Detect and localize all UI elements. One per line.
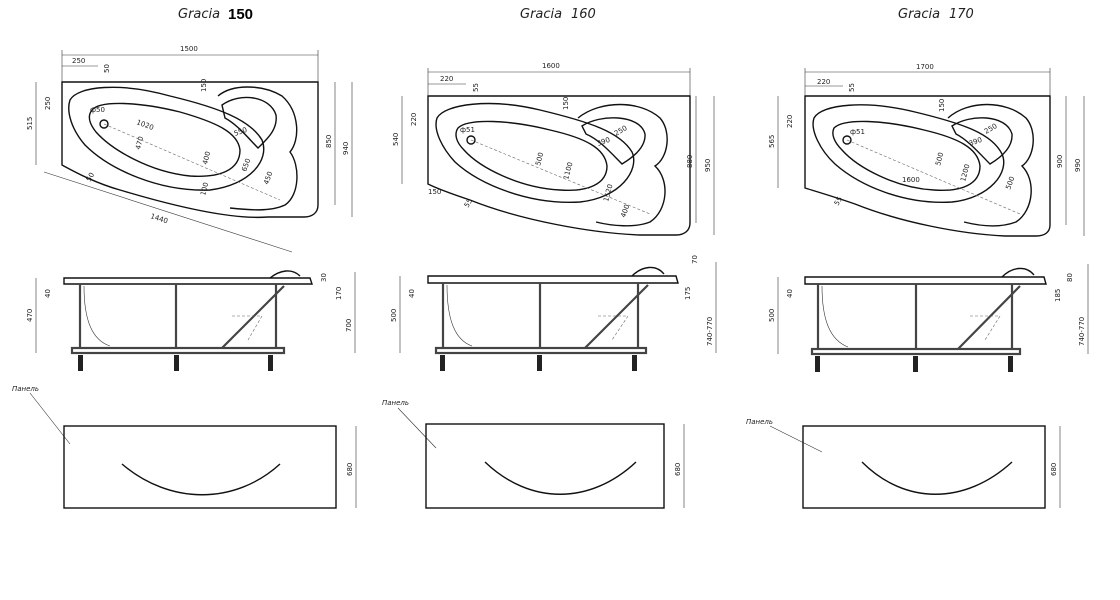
panel-view-150: Панель 680 [12,385,357,509]
dim-curve-c-170: 500 [1004,175,1016,190]
panel-label-160: Панель [382,399,409,407]
dim-left-inner-160: 220 [410,113,418,126]
dim-side-rim-170: 80 [1066,273,1074,282]
dim-bot-160: 55 [463,197,474,209]
dim-left-inner-150: 250 [44,97,52,110]
dim-inner-len-170: 1600 [902,176,920,184]
dim-left-h-150: 515 [26,117,34,130]
dim-curve-c-150: 450 [262,170,274,185]
dim-inner-len-150: 1020 [135,118,154,132]
dim-curve-b-160: 390 [596,136,611,148]
dim-panel-h-170: 680 [1050,463,1058,476]
leveling-feet-160 [440,355,637,371]
title-size-1: 150 [228,6,253,23]
dim-overall-150: 1500 [180,45,198,53]
dim-right-b-160: 950 [704,159,712,172]
dim-left-h-170: 565 [768,135,776,148]
dim-offset-b-160: 55 [472,83,480,92]
dim-top-small-170: 150 [938,99,946,112]
side-view-170: 500 40 740-770 80 185 [768,264,1089,372]
dim-inner-len-160: 1100 [562,161,574,180]
dim-overall-160: 1600 [542,62,560,70]
dim-inner-w-170: 500 [934,152,945,167]
dim-mid-w-170: 1200 [959,163,971,182]
dim-side-left-h-160: 500 [390,309,398,322]
plan-view-150: 1500 250 50 515 250 850 940 1440 ф50 102… [26,45,353,253]
dim-curve-b-150: 650 [240,157,252,172]
dim-bot-170: 55 [833,195,844,207]
dim-low-150: 100 [199,182,210,197]
title-model-1: Gracia [178,7,220,22]
title-size-2: 160 [571,7,596,22]
panel-label-170: Панель [746,418,773,426]
dim-inner-w-160: 500 [534,152,545,167]
dim-side-right-h-150: 700 [345,319,353,332]
dim-side-right-h-160: 740-770 [706,317,714,346]
dim-side-left-small-150: 40 [44,289,52,298]
dim-side-right-h-170: 740-770 [1078,317,1086,346]
panel-label-150: Панель [12,385,39,393]
dim-offset-a-160: 220 [440,75,453,83]
plan-view-170: 1700 220 55 565 220 900 990 ф51 1600 500… [768,63,1085,237]
dim-side-left-h-150: 470 [26,309,34,322]
side-view-160: 500 40 740-770 70 175 [390,255,717,371]
dim-left-inner-170: 220 [786,115,794,128]
panel-view-170: Панель 680 [746,418,1061,509]
plan-view-160: 1600 220 55 540 220 150 880 950 ф51 1100… [392,62,715,236]
dim-panel-h-160: 680 [674,463,682,476]
dim-side-rim-b-170: 185 [1054,289,1062,302]
dim-side-left-h-170: 500 [768,309,776,322]
panel-view-160: Панель 680 [382,399,685,509]
dim-offset-a-170: 220 [817,78,830,86]
dim-offset-a-150: 250 [72,57,85,65]
dim-right-a-150: 850 [325,135,333,148]
dim-overall-170: 1700 [916,63,934,71]
dim-mid-w-150: 400 [201,151,212,166]
leveling-feet-170 [815,356,1013,372]
dim-offset-b-150: 50 [103,64,111,73]
dim-top-small-160: 150 [562,97,570,110]
dim-offset-b-170: 55 [848,83,856,92]
dim-side-rim-160: 70 [691,255,699,264]
dim-right-a-160: 880 [686,155,694,168]
dim-top-small-150: 150 [200,79,208,92]
dim-side-left-small-170: 40 [786,289,794,298]
dim-left-h-160: 540 [392,133,400,146]
dim-side-left-small-160: 40 [408,289,416,298]
dim-side-rim-150: 30 [320,273,328,282]
dim-bot-left-160: 150 [428,188,441,196]
dim-right-a-170: 900 [1056,155,1064,168]
dim-curve-a-160: 250 [613,124,629,138]
dim-drain-160: ф51 [460,126,475,134]
dim-drain-170: ф51 [850,128,865,136]
dim-inner-w-150: 470 [134,136,145,151]
dim-mid-w-160: 1520 [602,183,614,202]
dim-side-rim-b-150: 170 [335,287,343,300]
dim-side-rim-b-160: 175 [684,287,692,300]
dim-curve-c-160: 400 [619,203,631,218]
side-view-150: 470 40 700 30 170 [26,270,356,371]
dim-panel-h-150: 680 [346,463,354,476]
dim-curve-a-170: 250 [983,122,999,136]
dim-curve-b-170: 390 [968,136,983,148]
leveling-feet-150 [78,355,273,371]
dim-diag-150: 1440 [149,212,168,225]
dim-right-b-150: 940 [342,142,350,155]
title-model-3: Gracia [898,7,940,22]
title-model-2: Gracia [520,7,562,22]
dim-right-b-170: 990 [1074,159,1082,172]
dim-drain-150: ф50 [90,106,105,114]
title-size-3: 170 [949,7,974,22]
dim-bot-150: 50 [85,171,96,183]
